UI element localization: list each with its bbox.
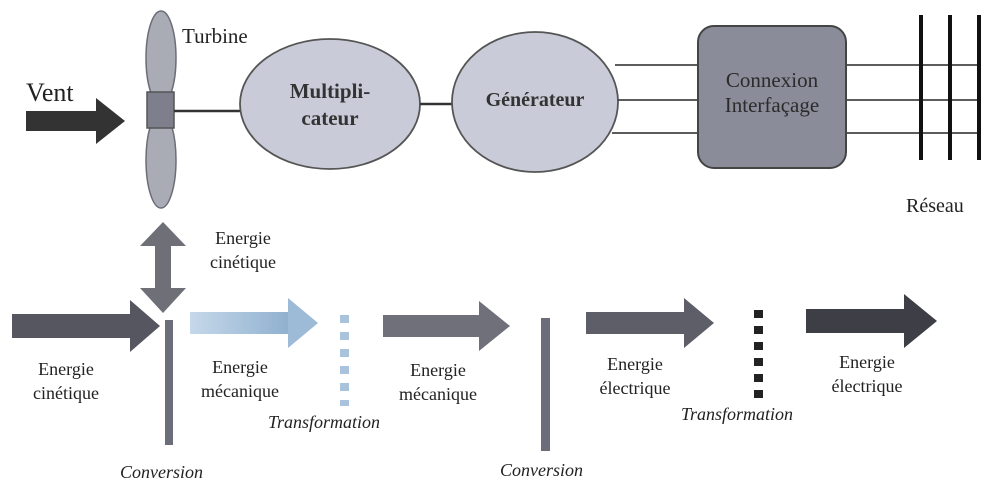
connection-label-line1: Connexion	[725, 68, 819, 92]
turbine-blades-icon	[145, 10, 177, 209]
electrical-energy-label-1: Energie électrique	[580, 352, 690, 400]
mech1-line1: Energie	[212, 357, 268, 377]
electrical-energy-label-2: Energie électrique	[812, 350, 922, 398]
grid-connection-lines	[846, 64, 978, 134]
kinetic-in-line2: cinétique	[33, 383, 99, 403]
mech1-line2: mécanique	[201, 381, 279, 401]
connection-interface-box	[697, 25, 847, 169]
elec1-line2: électrique	[599, 378, 671, 398]
electrical-output-arrow	[806, 294, 937, 348]
mechanical-energy-label-2: Energie mécanique	[383, 358, 493, 406]
generator-shape	[451, 31, 619, 173]
mechanical-energy-label-1: Energie mécanique	[185, 355, 295, 403]
kinetic-energy-top-label: Energie cinétique	[198, 226, 288, 274]
generator-label: Générateur	[485, 89, 585, 111]
transformation-label-2: Transformation	[681, 404, 794, 424]
multiplier-label: Multipli- cateur	[255, 78, 405, 132]
transformation-dashed-light	[340, 315, 349, 406]
electrical-arrow	[586, 298, 714, 348]
mechanical-arrow-dark	[383, 301, 510, 351]
turbine-label: Turbine	[182, 24, 248, 48]
conversion-bar-1	[165, 320, 173, 445]
transformation-label-1: Transformation	[268, 412, 381, 432]
generator-output-lines	[612, 64, 698, 134]
multiplier-label-line1: Multipli-	[289, 79, 371, 103]
grid-bars-icon	[919, 15, 981, 160]
kinetic-top-line1: Energie	[215, 228, 271, 248]
wind-arrow	[26, 98, 125, 144]
multiplier-label-line2: cateur	[301, 106, 359, 130]
kinetic-top-line2: cinétique	[210, 252, 276, 272]
conversion-label-2: Conversion	[500, 460, 583, 480]
kinetic-energy-double-arrow	[140, 222, 186, 313]
elec2-line1: Energie	[839, 352, 895, 372]
conversion-bar-2	[541, 318, 550, 451]
mech2-line1: Energie	[410, 360, 466, 380]
kinetic-input-arrow	[12, 300, 160, 352]
connection-interface-label: Connexion Interfaçage	[698, 68, 846, 118]
elec1-line1: Energie	[607, 354, 663, 374]
kinetic-in-line1: Energie	[38, 359, 94, 379]
grid-label: Réseau	[906, 195, 964, 217]
elec2-line2: électrique	[831, 376, 903, 396]
transformation-dashed-dark	[754, 310, 763, 398]
mech2-line2: mécanique	[399, 384, 477, 404]
connection-label-line2: Interfaçage	[724, 93, 820, 117]
conversion-label-1: Conversion	[120, 462, 203, 482]
kinetic-energy-input-label: Energie cinétique	[16, 357, 116, 405]
wind-label: Vent	[26, 78, 74, 107]
mechanical-arrow-light	[190, 298, 318, 348]
